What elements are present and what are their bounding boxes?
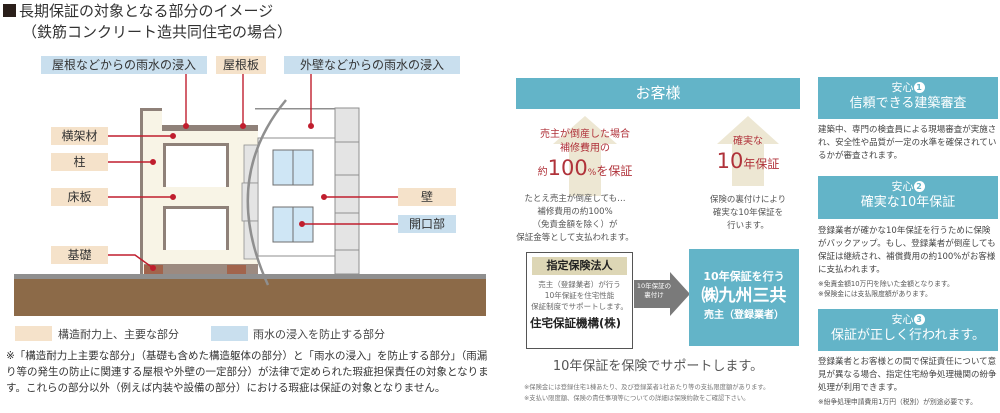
label-foundation: 基礎 <box>51 246 108 264</box>
insurance-caption: 10年保証を保険でサポートします。 <box>552 359 764 374</box>
number-badge-icon: 3 <box>913 314 925 325</box>
desc-line: 保険の裏付けにより <box>709 195 787 205</box>
ten-year-description: 保険の裏付けにより 確実な10年保証を 行います。 <box>698 194 798 233</box>
diagram-title: 長期保証の対象となる部分のイメージ <box>3 2 273 21</box>
note-line: ※支払い限度額、保険の責任事項等についての詳細は保険約款をご確認下さい。 <box>524 395 750 402</box>
assurance-label: 安心 <box>891 180 914 193</box>
insurance-notes: ※保険金には登録住宅1棟あたり、及び登録業者1社あたり等の支払限度額があります。… <box>524 382 804 404</box>
seller-line3: 売主（登録業者） <box>704 310 784 321</box>
up-arrow-left-icon <box>553 116 617 196</box>
square-bullet-icon <box>3 4 16 17</box>
assurance-notes: ※紛争処理申請費用1万円（税別）が別途必要です。 <box>818 397 998 407</box>
legend-label-waterproof: 雨水の浸入を防止する部分 <box>253 328 385 341</box>
pct-post: を保証 <box>596 164 633 178</box>
bankruptcy-line2: 補修費用の <box>560 143 610 154</box>
seller-box: 10年保証を行う ㈱九州三共 売主（登録業者） <box>689 249 799 346</box>
note-line: ※紛争処理申請費用1万円（税別）が別途必要です。 <box>818 398 977 406</box>
diagram-subtitle: （鉄筋コンクリート造共同住宅の場合） <box>22 23 293 41</box>
label-roof-rain-intrusion: 屋根などからの雨水の浸入 <box>41 56 207 74</box>
label-opening: 開口部 <box>398 215 456 233</box>
desc-line: 保証金等として支払われます。 <box>516 233 634 243</box>
ten-number: 10 <box>716 149 744 173</box>
ten-post: 年保証 <box>743 157 780 171</box>
desc-line: 行います。 <box>727 221 769 231</box>
pct-number: 100 <box>547 156 588 180</box>
assurance-body: 建築中、専門の検査員による現場審査が実施され、安全性や品質が一定の水準を確保され… <box>818 125 997 161</box>
desc-line: 保証制度でサポートします。 <box>531 302 628 311</box>
backing-arrow-label: 10年保証の 裏付け <box>636 282 672 300</box>
legend-swatch-waterproof <box>211 326 248 341</box>
bankruptcy-guarantee-text: 売主が倒産した場合 補修費用の 約100%を保証 <box>515 128 655 185</box>
insurer-description: 売主（登録業者）が行う 10年保証を住宅性能 保証制度でサポートします。 <box>527 279 632 312</box>
backing-arrow-icon <box>634 272 690 316</box>
number-badge-icon: 1 <box>913 82 925 93</box>
seller-line1: 10年保証を行う <box>703 270 785 283</box>
assurance-title: 信頼できる建築審査 <box>849 96 967 111</box>
insurer-name: 住宅保証機構(株) <box>530 316 622 330</box>
insurer-box: 指定保険法人 売主（登録業者）が行う 10年保証を住宅性能 保証制度でサポートし… <box>526 252 633 349</box>
diagram-footnote: ※「構造耐力上主要な部分」（基礎も含めた構造躯体の部分）と「雨水の浸入」を防止す… <box>6 350 489 394</box>
assurance-title: 確実な10年保証 <box>860 195 956 210</box>
legend-swatch-structural <box>15 326 52 341</box>
assurance-label: 安心 <box>891 81 914 94</box>
assurance-body: 登録業者とお客様との間で保証責任について意見が異なる場合、指定住宅紛争処理機関の… <box>818 357 997 393</box>
note-line: ※免責金額10万円を除いた金額となります。 <box>818 280 954 288</box>
up-arrow-right-icon <box>717 116 779 186</box>
label-wall: 壁 <box>398 188 456 206</box>
desc-line: 10年保証を住宅性能 <box>544 291 615 300</box>
insurer-header: 指定保険法人 <box>532 257 627 275</box>
bankruptcy-description: たとえ売主が倒産しても… 補修費用の約100% （免責金額を除く）が 保証金等と… <box>505 193 645 245</box>
assurance-label: 安心 <box>891 313 914 326</box>
desc-line: （免責金額を除く）が <box>532 220 618 230</box>
label-wall-rain-intrusion: 外壁などからの雨水の浸入 <box>284 56 460 74</box>
arrow-label-line: 裏付け <box>644 291 664 299</box>
ten-year-line1: 確実な <box>733 136 763 147</box>
assurance-notes: ※免責金額10万円を除いた金額となります。 ※保険金には支払限度額があります。 <box>818 279 998 299</box>
desc-line: 補修費用の約100% <box>537 207 613 217</box>
building-illustration <box>14 74 486 316</box>
arrow-label-line: 10年保証の <box>636 282 672 290</box>
note-line: ※保険金には登録住宅1棟あたり、及び登録業者1社あたり等の支払限度額があります。 <box>524 384 770 391</box>
number-badge-icon: 2 <box>913 181 925 192</box>
label-column: 柱 <box>51 153 108 171</box>
desc-line: たとえ売主が倒産しても… <box>524 194 626 204</box>
pct-sign: % <box>587 168 597 178</box>
label-beam: 横架材 <box>51 127 108 145</box>
label-floor-slab: 床板 <box>51 188 108 206</box>
pct-pre: 約 <box>537 167 548 178</box>
bankruptcy-line1: 売主が倒産した場合 <box>540 129 630 140</box>
customer-banner: お客様 <box>516 78 800 109</box>
seller-company-name: ㈱九州三共 <box>701 286 787 306</box>
bankruptcy-line3: 約100%を保証 <box>515 156 655 185</box>
ten-year-guarantee-text: 確実な 10年保証 <box>698 135 798 178</box>
note-line: ※保険金には支払限度額があります。 <box>818 290 932 298</box>
assurance-body: 登録業者が確かな10年保証を行うために保険がバックアップ。もし、登録業者が倒産し… <box>818 226 996 275</box>
assurance-title: 保証が正しく行われます。 <box>830 328 986 343</box>
desc-line: 売主（登録業者）が行う <box>538 280 621 289</box>
diagram-title-text: 長期保証の対象となる部分のイメージ <box>19 2 274 20</box>
ten-year-line2: 10年保証 <box>698 149 798 178</box>
legend-label-structural: 構造耐力上、主要な部分 <box>58 328 179 341</box>
label-roof-slab: 屋根板 <box>216 56 266 74</box>
desc-line: 確実な10年保証を <box>712 208 784 218</box>
